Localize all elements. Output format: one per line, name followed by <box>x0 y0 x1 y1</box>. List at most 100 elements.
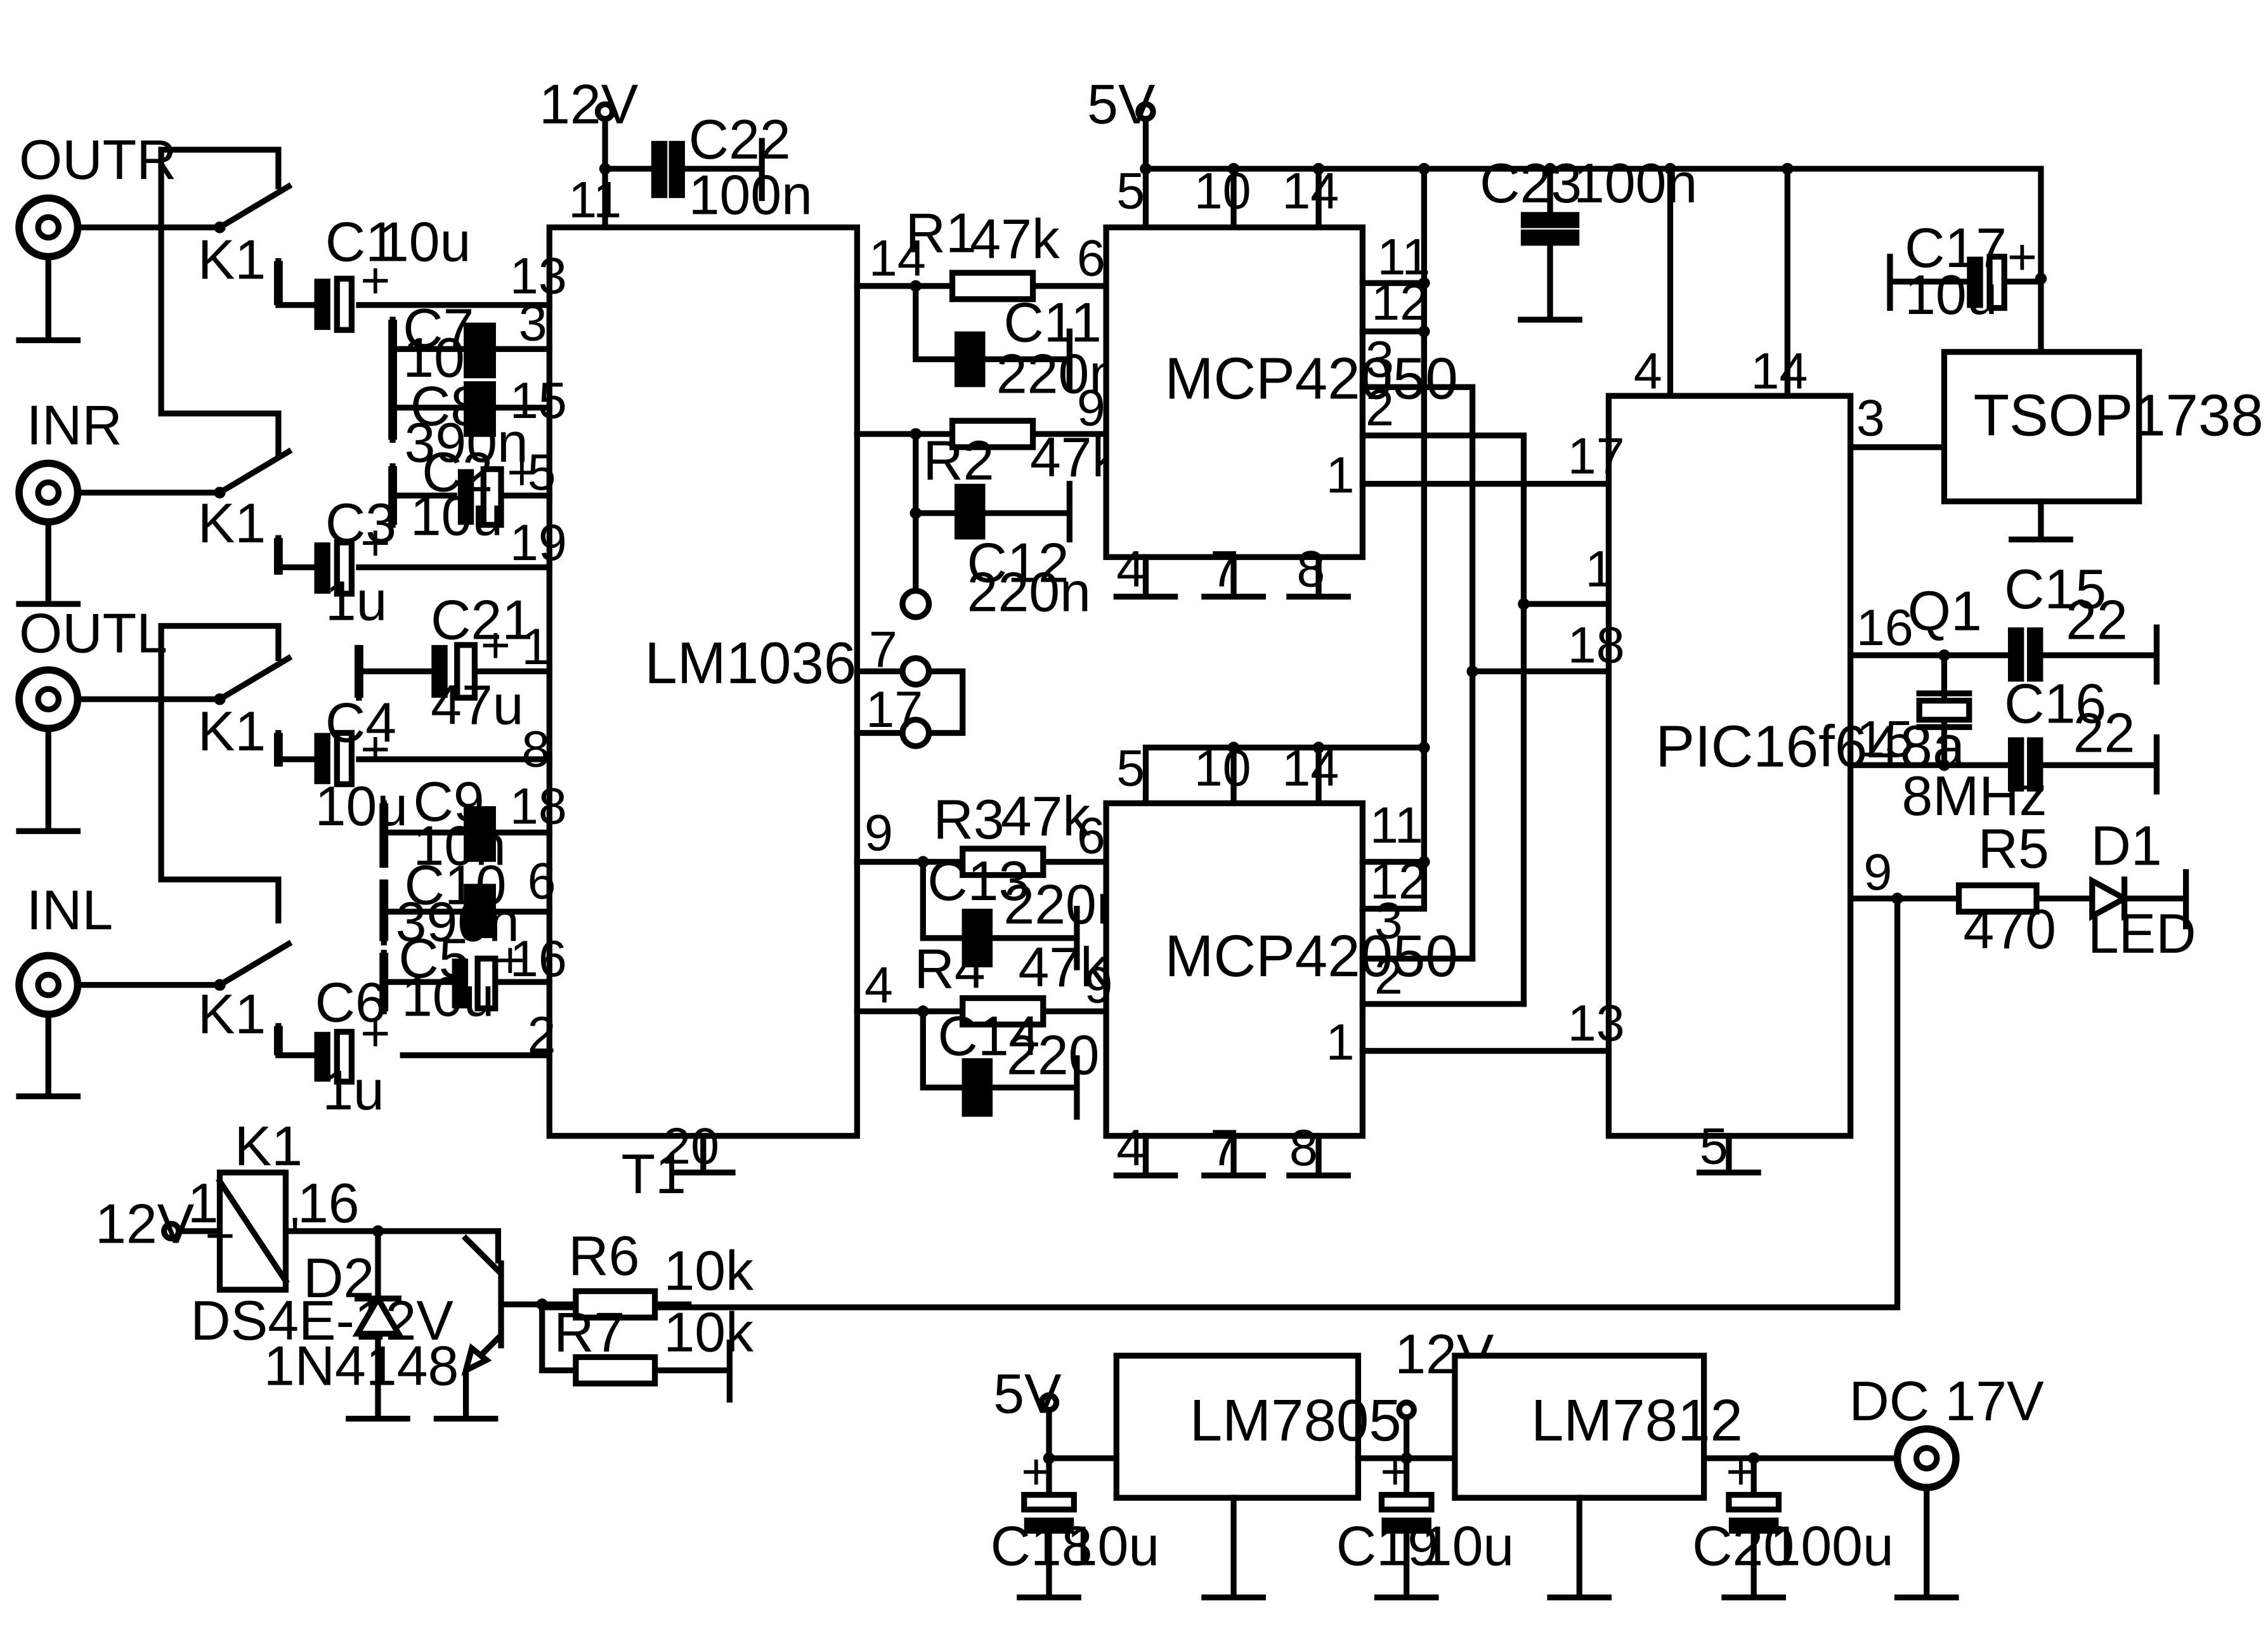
lm1036-pin-11: 11 <box>568 171 622 228</box>
svg-text:16: 16 <box>1856 599 1913 657</box>
c1-name: C1 <box>325 211 396 273</box>
svg-text:3: 3 <box>1365 331 1394 388</box>
svg-text:18: 18 <box>1568 617 1625 674</box>
svg-text:3: 3 <box>519 294 547 351</box>
jack-inl: INL <box>15 879 223 1099</box>
lm1036-name: LM1036 <box>644 630 856 696</box>
lm7805-name: LM7805 <box>1190 1387 1402 1453</box>
jack-outr-label: OUTR <box>19 129 177 191</box>
svg-text:17: 17 <box>1568 428 1625 485</box>
c11-value: 220n <box>996 343 1120 405</box>
svg-text:4: 4 <box>1116 1120 1145 1177</box>
svg-text:14: 14 <box>1751 343 1808 400</box>
svg-text:14: 14 <box>1282 740 1339 797</box>
c17-name: C17 <box>1905 217 2007 279</box>
svg-text:15: 15 <box>1856 710 1913 768</box>
svg-text:15: 15 <box>510 372 567 429</box>
c21-name: C21 <box>431 589 533 651</box>
d1-type: LED <box>2088 903 2196 965</box>
relay-contacts: K1 K1 K1 K1 <box>158 147 318 1059</box>
c7-name: C7 <box>403 297 474 360</box>
ic-pic16f648a: PIC16f648a 4 14 17 1 18 13 3 16 15 9 5 T… <box>539 343 2264 1310</box>
c19-value: 10u <box>1421 1515 1514 1578</box>
svg-text:9: 9 <box>1084 957 1112 1014</box>
svg-text:6: 6 <box>1077 230 1105 287</box>
c10-name: C10 <box>405 854 507 917</box>
svg-text:+: + <box>481 617 511 674</box>
c6-value: 1u <box>322 1059 384 1121</box>
c19-name: C19 <box>1336 1515 1438 1578</box>
ic-mcp42050-bottom: MCP42050 5 10 14 6 9 11 12 3 2 1 4 7 8 <box>1077 280 1612 1179</box>
c12-value: 220n <box>967 561 1091 624</box>
c15-value: 22 <box>2066 589 2128 651</box>
relay-pin16: 16 <box>297 1172 360 1234</box>
mcp-top-name: MCP42050 <box>1165 346 1458 412</box>
d2-type: 1N4148 <box>264 1335 459 1397</box>
svg-text:17: 17 <box>866 681 923 738</box>
svg-text:8: 8 <box>521 721 550 778</box>
svg-text:6: 6 <box>1077 807 1105 865</box>
r7-name: R7 <box>554 1301 625 1363</box>
r6-name: R6 <box>568 1225 639 1287</box>
svg-text:14: 14 <box>1282 162 1339 219</box>
svg-text:+: + <box>205 1208 235 1265</box>
c4-value: 10u <box>315 775 408 837</box>
lm7812-name: LM7812 <box>1531 1387 1743 1453</box>
c5-name: C5 <box>398 927 469 990</box>
svg-text:2: 2 <box>528 1007 556 1064</box>
dc-jack-label: DC 17V <box>1849 1370 2044 1432</box>
svg-text:9: 9 <box>864 804 893 861</box>
c9-name: C9 <box>413 771 484 833</box>
svg-text:1: 1 <box>521 618 550 676</box>
svg-text:+: + <box>360 721 390 778</box>
svg-text:18: 18 <box>510 778 567 835</box>
r5-name: R5 <box>1978 818 2049 880</box>
relay-type: DS4E-12V <box>190 1290 453 1352</box>
c3-name: C3 <box>325 492 396 554</box>
svg-text:': ' <box>290 1208 299 1265</box>
c15-name: C15 <box>2004 558 2106 620</box>
r4-name: R4 <box>914 938 985 1000</box>
jack-inr-label: INR <box>27 394 122 456</box>
d1-name: D1 <box>2090 814 2161 877</box>
c22-value: 100n <box>689 164 812 226</box>
svg-text:1: 1 <box>1326 447 1355 504</box>
r4-value: 47k <box>1019 936 1109 998</box>
svg-text:3: 3 <box>1856 390 1885 447</box>
q1-name: Q1 <box>1908 580 1982 643</box>
jack-inr: INR <box>15 394 223 607</box>
c12-name: C12 <box>967 532 1069 594</box>
r1-value: 47k <box>970 208 1060 270</box>
ic-lm1036: LM1036 T1 12V 11 C22 100n C1 10u + C7 10… <box>314 73 1130 1205</box>
c22-name: C22 <box>689 108 791 171</box>
svg-text:13: 13 <box>1568 995 1625 1052</box>
k1-label-1: K1 <box>198 228 266 291</box>
c23-value: 100n <box>1574 152 1697 214</box>
pic-name: PIC16f648a <box>1655 714 1965 780</box>
c6-name: C6 <box>315 972 386 1034</box>
svg-text:11: 11 <box>1370 797 1423 854</box>
c20-name: C20 <box>1692 1515 1794 1578</box>
c18-name: C18 <box>991 1515 1093 1578</box>
svg-text:+: + <box>1021 1443 1051 1500</box>
relay-name: K1 <box>235 1115 303 1177</box>
svg-text:10: 10 <box>1194 740 1251 797</box>
jack-inl-label: INL <box>27 879 114 941</box>
k1-label-3: K1 <box>198 700 266 762</box>
ic-mcp42050-top: MCP42050 5 10 14 6 9 11 12 3 2 1 4 7 8 <box>1077 162 1612 1007</box>
c20-value: 100u <box>1770 1515 1894 1578</box>
c17-value: 10u <box>1905 264 1997 326</box>
svg-text:+: + <box>2007 228 2037 285</box>
c7-value: 10n <box>403 327 495 389</box>
svg-text:1: 1 <box>1586 540 1614 598</box>
c1-value: 10u <box>378 211 471 273</box>
c23-name: C23 <box>1480 152 1582 214</box>
svg-text:3: 3 <box>1374 892 1403 950</box>
svg-text:+: + <box>360 252 390 309</box>
c3-value: 1u <box>325 570 388 632</box>
rail-12v-top: 12V <box>539 73 639 135</box>
svg-text:+: + <box>495 932 525 989</box>
svg-text:5: 5 <box>1116 740 1145 797</box>
tsop-name: TSOP1738 <box>1974 382 2264 448</box>
